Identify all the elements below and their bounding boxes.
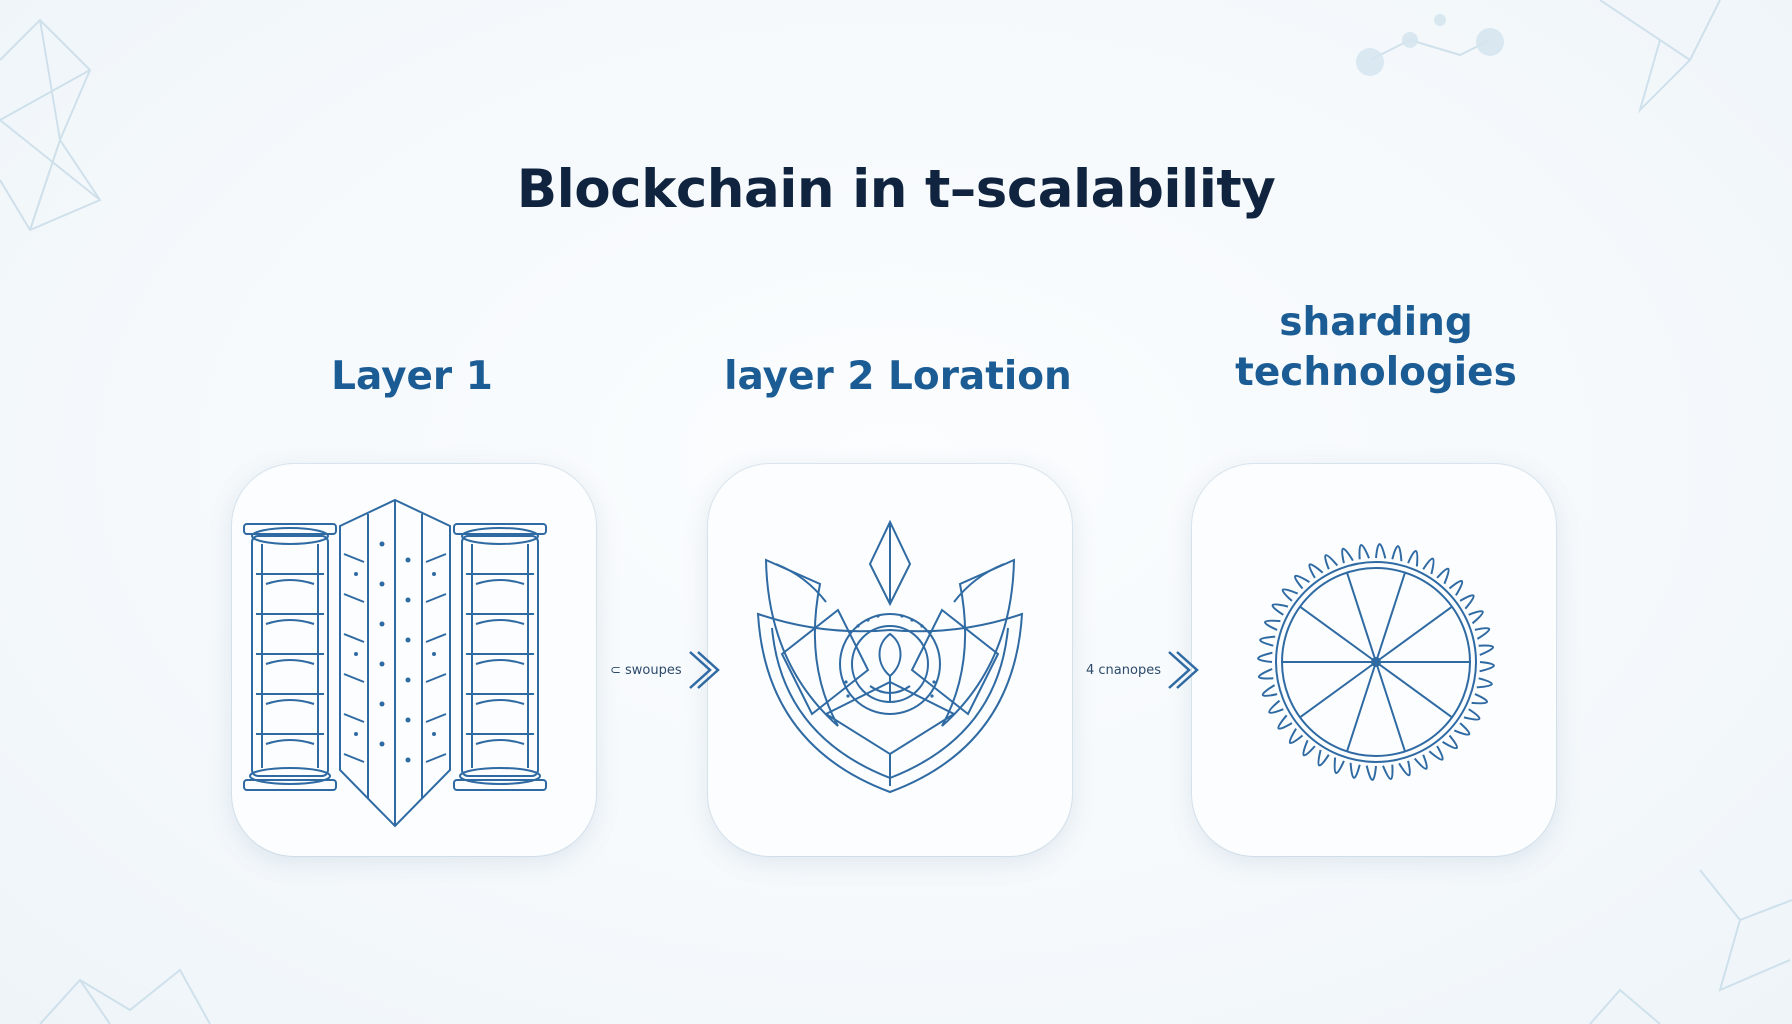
layer-2-label: layer 2 Loration <box>724 354 1072 399</box>
connector-2-label: 4 cnanopes <box>1086 662 1161 678</box>
sharding-label-line-1: sharding <box>1279 300 1473 345</box>
layer-1-label: Layer 1 <box>331 354 493 399</box>
double-chevron-right-icon <box>688 651 720 689</box>
spoked-wheel-icon <box>1257 543 1495 781</box>
double-chevron-right-icon <box>1168 651 1199 689</box>
crest-emblem-icon <box>756 519 1024 794</box>
page-title: Blockchain in t–scalability <box>516 159 1276 220</box>
connector-1: ⊂ swoupes <box>610 648 722 692</box>
connector-1-label: ⊂ swoupes <box>610 662 682 678</box>
layer-1-card <box>232 464 596 856</box>
sharding-label-line-2: technologies <box>1235 350 1517 395</box>
sharding-card <box>1192 464 1556 856</box>
server-rack-icon <box>243 498 547 828</box>
sharding-label: sharding technologies <box>1196 298 1556 398</box>
layer-2-card <box>708 464 1072 856</box>
connector-2: 4 cnanopes <box>1086 648 1201 692</box>
